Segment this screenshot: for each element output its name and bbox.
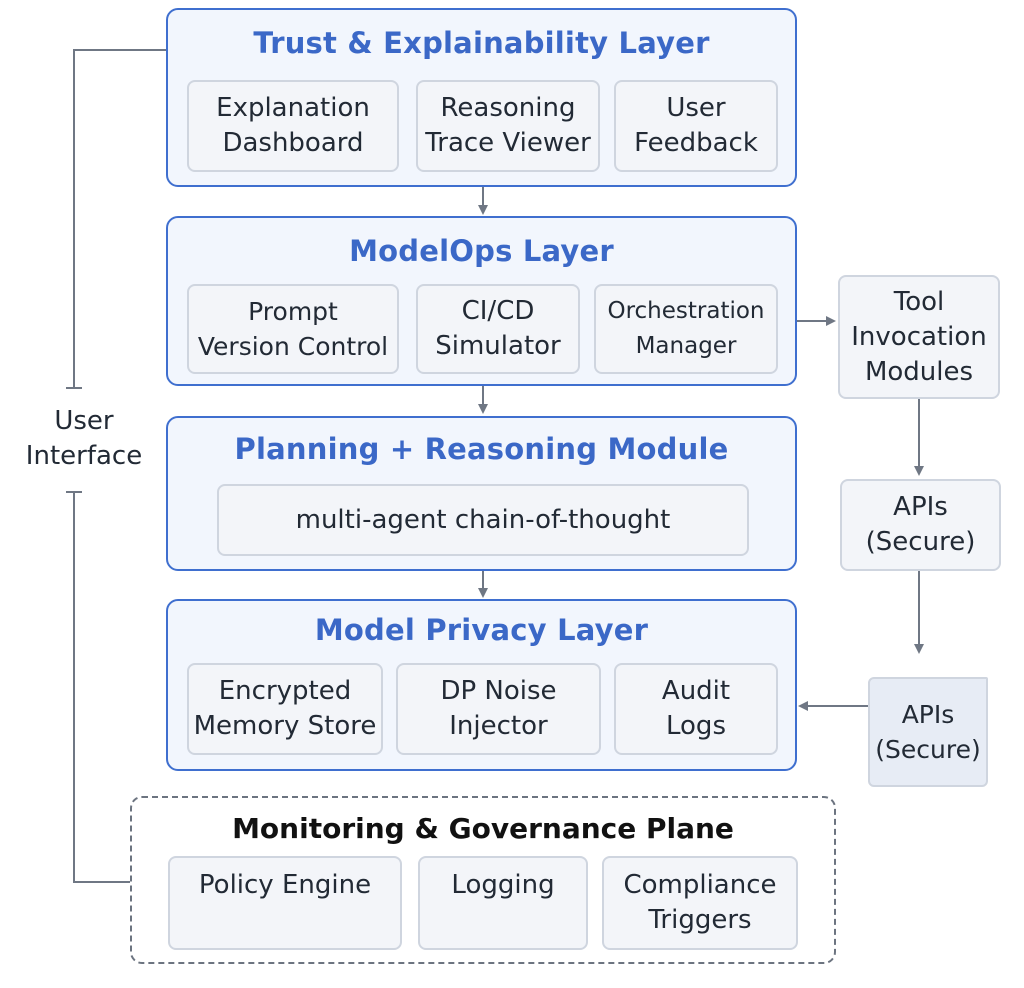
model-privacy-layer: Model Privacy Layer Encrypted Memory Sto… [166,599,797,771]
encrypted-memory-store-card[interactable]: Encrypted Memory Store [187,663,383,755]
card-label: multi-agent chain-of-thought [295,504,671,535]
apis-label-2: APIs (Secure) [875,700,981,764]
card-label: Prompt Version Control [197,297,389,361]
logging-card[interactable]: Logging [418,856,588,950]
governance-plane-title: Monitoring & Governance Plane [232,812,734,845]
privacy-layer-title: Model Privacy Layer [314,613,649,647]
prompt-version-control-card[interactable]: Prompt Version Control [187,284,399,374]
ui-bracket-bottom [73,492,130,883]
apis-secure-box-2[interactable]: APIs (Secure) [868,677,988,787]
ui-bracket-top [73,49,166,388]
explanation-dashboard-card[interactable]: Explanation Dashboard [187,80,399,172]
cicd-simulator-card[interactable]: CI/CD Simulator [416,284,580,374]
card-label: Compliance Triggers [623,870,777,935]
card-label: DP Noise Injector [440,676,557,741]
apis-secure-box[interactable]: APIs (Secure) [840,479,1001,571]
card-label: Reasoning Trace Viewer [425,93,591,158]
card-label: User Feedback [634,93,758,158]
monitoring-governance-plane: Monitoring & Governance Plane Policy Eng… [130,796,836,964]
trust-explainability-layer: Trust & Explainability Layer Explanation… [166,8,797,187]
compliance-triggers-card[interactable]: Compliance Triggers [602,856,798,950]
orchestration-manager-card[interactable]: Orchestration Manager [594,284,778,374]
card-label: Audit Logs [661,676,731,741]
apis-label: APIs (Secure) [865,492,976,557]
card-label: CI/CD Simulator [435,296,561,361]
policy-engine-card[interactable]: Policy Engine [168,856,402,950]
planning-module-title: Planning + Reasoning Module [234,432,729,466]
planning-reasoning-module: Planning + Reasoning Module multi-agent … [166,416,797,571]
modelops-layer: ModelOps Layer Prompt Version Control CI… [166,216,797,386]
tool-invocation-label: Tool Invocation Modules [851,286,987,387]
reasoning-trace-viewer-card[interactable]: Reasoning Trace Viewer [416,80,600,172]
modelops-layer-title: ModelOps Layer [349,234,614,268]
card-label: Orchestration Manager [607,298,765,359]
card-label: Policy Engine [198,870,372,900]
audit-logs-card[interactable]: Audit Logs [614,663,778,755]
card-label: Encrypted Memory Store [193,676,377,741]
trust-layer-title: Trust & Explainability Layer [253,26,710,60]
tool-invocation-modules-box[interactable]: Tool Invocation Modules [838,275,1000,399]
multi-agent-chain-card[interactable]: multi-agent chain-of-thought [217,484,749,556]
card-label: Explanation Dashboard [216,93,370,158]
user-interface-label: User Interface [25,406,143,471]
user-feedback-card[interactable]: User Feedback [614,80,778,172]
card-label: Logging [451,870,555,900]
dp-noise-injector-card[interactable]: DP Noise Injector [396,663,601,755]
